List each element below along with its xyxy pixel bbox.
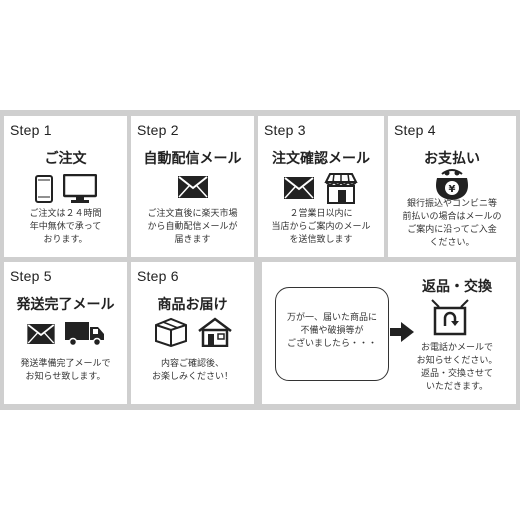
truck-icon — [64, 322, 105, 346]
returns-title: 返品・交換 — [422, 279, 492, 295]
step-label: Step 2 — [137, 122, 179, 138]
monitor-icon — [62, 174, 97, 204]
step-card-1: Step 1 ご注文 ご注文は２４時間 年中無休で承って おります。 — [4, 116, 127, 257]
step-card-4: Step 4 お支払い ¥ 銀行振込やコンビニ等 前払いの場合はメールの ご案内… — [388, 116, 516, 257]
step-title: 発送完了メール — [16, 297, 115, 313]
envelope-icon — [284, 177, 314, 199]
shop-icon — [324, 172, 358, 204]
step-description: 発送準備完了メールで お知らせ致します。 — [20, 359, 111, 382]
step-title: ご注文 — [44, 151, 87, 167]
step-label: Step 3 — [264, 122, 306, 138]
yen-purse-icon: ¥ — [432, 168, 472, 202]
step-card-2: Step 2 自動配信メール ご注文直後に楽天市場 から自動配信メールが 届きま… — [131, 116, 254, 257]
step-label: Step 1 — [10, 122, 52, 138]
smartphone-icon — [34, 175, 53, 203]
step-title: 自動配信メール — [143, 151, 242, 167]
step-title: お支払い — [424, 151, 480, 167]
step-label: Step 4 — [394, 122, 436, 138]
step-description: ご注文直後に楽天市場 から自動配信メールが 届きます — [147, 209, 238, 245]
house-icon — [197, 317, 232, 347]
envelope-icon — [26, 324, 55, 344]
step-card-6: Step 6 商品お届け 内容ご確認後、 お楽しみください！ — [131, 262, 254, 404]
step-label: Step 6 — [137, 268, 179, 284]
return-box-icon — [430, 298, 470, 336]
step-title: 商品お届け — [157, 297, 228, 313]
envelope-icon — [177, 176, 208, 198]
step-title: 注文確認メール — [272, 151, 370, 167]
step-label: Step 5 — [10, 268, 52, 284]
step-description: ご注文は２４時間 年中無休で承って おります。 — [29, 209, 102, 245]
step-card-3: Step 3 注文確認メール ２営業日以内に 当店からご案内のメール を送信致し… — [258, 116, 384, 257]
step-description: 銀行振込やコンビニ等 前払いの場合はメールの ご案内に沿ってご入金 ください。 — [402, 199, 502, 248]
package-icon — [154, 317, 188, 347]
step-description: 内容ご確認後、 お楽しみください！ — [151, 359, 233, 382]
arrow-right-icon — [390, 322, 414, 342]
returns-description: お電話かメールで お知らせください。 返品・交換させて いただきます。 — [416, 343, 498, 392]
step-description: ２営業日以内に 当店からご案内のメール を送信致します — [271, 209, 371, 245]
svg-text:¥: ¥ — [449, 184, 456, 195]
step-card-5: Step 5 発送完了メール 発送準備完了メールで お知らせ致します。 — [4, 262, 127, 404]
notice-bubble: 万が一、届いた商品に 不備や破損等が ございましたら・・・ — [275, 287, 389, 381]
notice-text: 万が一、届いた商品に 不備や破損等が ございましたら・・・ — [286, 313, 377, 349]
